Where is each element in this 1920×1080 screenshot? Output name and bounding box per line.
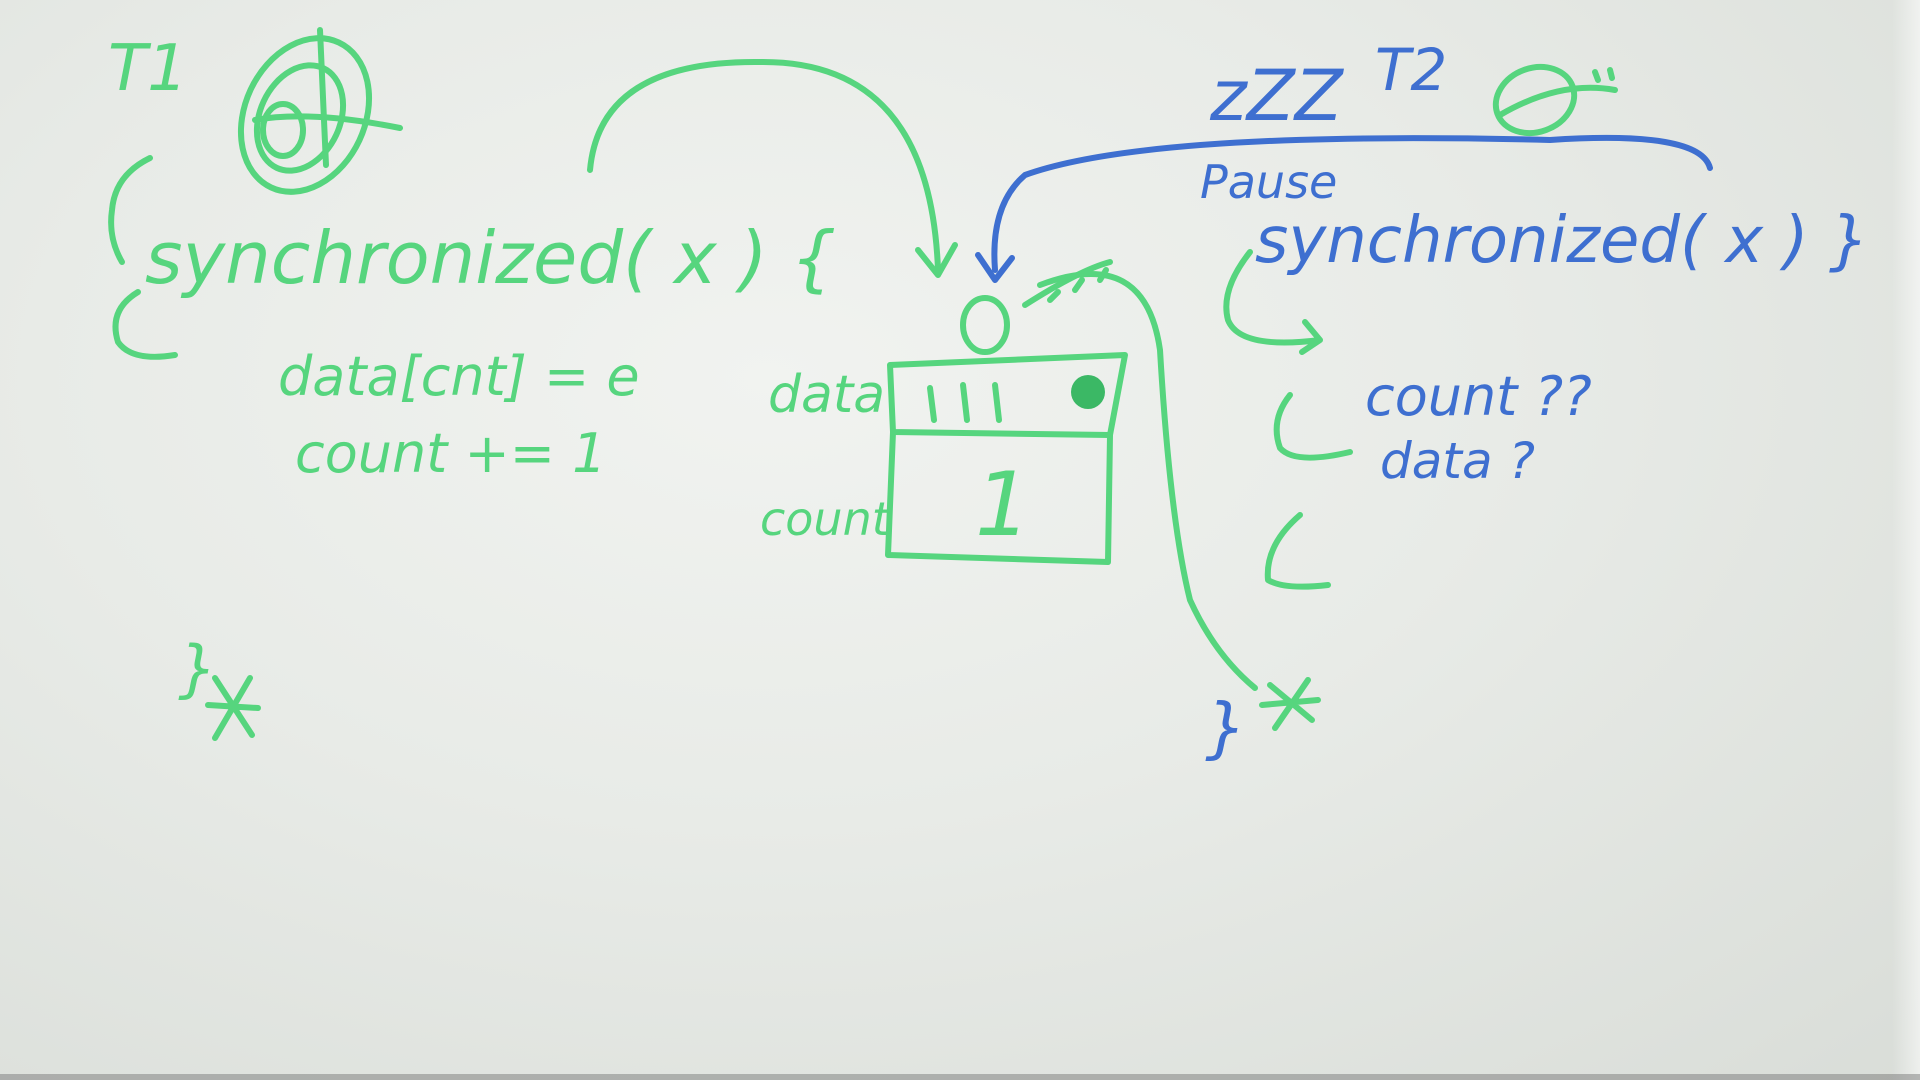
t2-release-x-icon [1259, 677, 1321, 731]
data-filled-slot [1071, 375, 1105, 409]
t2-label: T2 [1375, 36, 1447, 104]
t2-brace-curl [1273, 392, 1353, 461]
count-value: 1 [975, 453, 1031, 556]
count-label: count [760, 492, 892, 546]
t2-enter-arrow [1223, 249, 1323, 355]
t2-sleep: zZZ [1209, 55, 1345, 137]
data-ticks [927, 382, 1002, 423]
t2-count-question: count ?? [1365, 365, 1592, 428]
count-box [885, 429, 1113, 565]
t1-close-brace: } [178, 632, 217, 705]
t1-arrowhead [915, 242, 958, 278]
t2-wait-arrow [991, 134, 1713, 273]
t1-to-lock-arrow [587, 58, 941, 273]
shared-object: data count 1 [760, 259, 1128, 565]
lock-release-curve [1037, 270, 1258, 691]
whiteboard-frame [0, 1074, 1920, 1080]
t2-pause: Pause [1200, 155, 1337, 209]
t1-sync-line: synchronized( x ) { [145, 216, 836, 300]
t2-close-brace: } [1205, 689, 1247, 766]
object-lock-circle [960, 295, 1010, 355]
t2-sync-line: synchronized( x ) } [1255, 204, 1870, 278]
t1-lock-arrow [112, 289, 178, 360]
t1-brace-open [108, 155, 153, 265]
t2-brace-lower [1264, 512, 1331, 590]
light-glare [1892, 0, 1920, 1080]
t1-assign-count: count += 1 [295, 422, 607, 485]
t2-arrowhead [975, 252, 1015, 283]
lock-circle-icon [237, 27, 403, 195]
t1-assign-data: data[cnt] = e [278, 345, 640, 408]
data-label: data [768, 365, 885, 425]
t1-release-x-icon [205, 675, 261, 741]
t2-data-question: data ? [1380, 432, 1535, 490]
t1-label: T1 [108, 32, 188, 106]
t2-lock-circle-icon [1492, 63, 1618, 137]
